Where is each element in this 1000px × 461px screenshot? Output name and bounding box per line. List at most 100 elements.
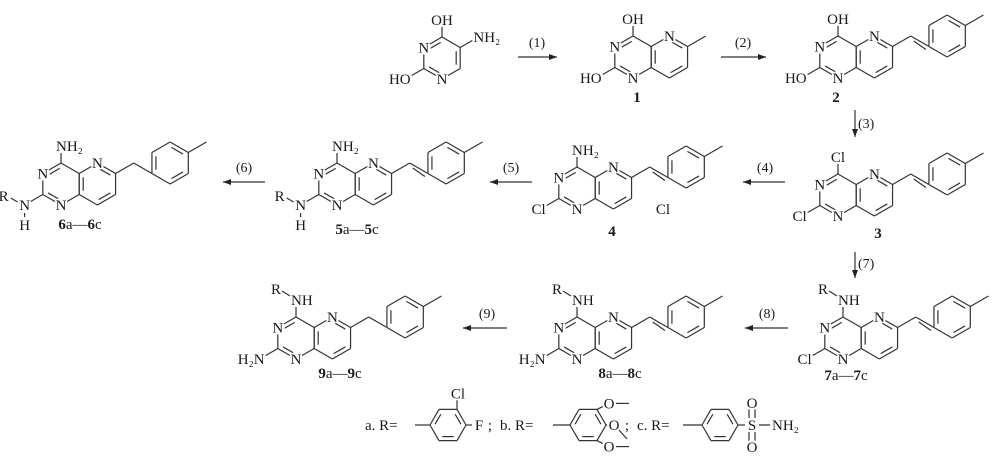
ring-bond bbox=[569, 409, 580, 426]
compound-label: 4 bbox=[608, 224, 616, 240]
double-bond-line bbox=[614, 171, 627, 180]
ring-bond bbox=[336, 162, 356, 175]
ring-bond bbox=[429, 409, 440, 426]
tail-bond bbox=[350, 316, 370, 329]
step-label-7: (7) bbox=[858, 257, 875, 272]
double-bond-line bbox=[374, 167, 387, 176]
compound-label-part: a— bbox=[66, 217, 89, 233]
double-bond-line bbox=[875, 178, 888, 187]
vinyl-double-line bbox=[652, 171, 666, 181]
label-mask bbox=[17, 198, 32, 212]
double-bond-line bbox=[323, 192, 337, 201]
methyl-bond bbox=[970, 295, 989, 308]
double-bond-line bbox=[670, 65, 683, 74]
ring-nitrogen: N bbox=[869, 167, 880, 183]
arrowhead bbox=[758, 54, 766, 60]
ring-bond bbox=[928, 45, 948, 58]
label-mask bbox=[252, 352, 267, 366]
tail-bond bbox=[391, 162, 411, 175]
separator: ; bbox=[488, 418, 492, 434]
amine-nh-label: NH bbox=[291, 293, 313, 309]
double-bond-line bbox=[563, 321, 577, 330]
ring-nitrogen: N bbox=[814, 40, 825, 56]
compound-label: 6a—6c bbox=[58, 217, 102, 233]
double-bond-line bbox=[875, 203, 888, 212]
ring-bond bbox=[151, 172, 171, 185]
step-label-4: (4) bbox=[757, 161, 774, 176]
c2-substituent: Cl bbox=[797, 352, 811, 368]
ring-bond bbox=[728, 409, 739, 426]
methyl-bond bbox=[464, 141, 483, 154]
label-mask bbox=[831, 209, 845, 223]
ring-bond bbox=[569, 424, 580, 441]
separator: ; bbox=[625, 418, 629, 434]
compound-label-part: 9 bbox=[348, 366, 356, 382]
ring-bond bbox=[728, 424, 739, 441]
ring-bond bbox=[313, 347, 333, 360]
tail-bond bbox=[892, 173, 912, 186]
sulfonyl-oxygen: O bbox=[747, 396, 758, 412]
ring-nitrogen: N bbox=[833, 71, 844, 87]
label-mask bbox=[836, 352, 850, 366]
label-mask bbox=[325, 310, 340, 324]
r-group-label: R bbox=[271, 282, 281, 298]
label-mask bbox=[770, 418, 784, 432]
stray-chlorine-label: Cl bbox=[656, 202, 670, 218]
double-bond-line bbox=[687, 150, 700, 159]
amine-nh-label: NH bbox=[572, 293, 594, 309]
tail-bond bbox=[409, 162, 429, 175]
ring-bond bbox=[151, 141, 171, 154]
ring-bond bbox=[441, 36, 461, 49]
compound-label-part: 8 bbox=[628, 366, 636, 382]
methyl-bond bbox=[965, 152, 984, 165]
double-bond-line bbox=[687, 300, 700, 309]
label-mask bbox=[289, 293, 303, 307]
ring-bond bbox=[685, 176, 705, 189]
label-mask bbox=[606, 310, 621, 324]
compound-label: 3 bbox=[874, 226, 882, 242]
amine-n-label: N bbox=[295, 198, 306, 214]
ring-bond bbox=[373, 193, 392, 206]
arrowhead bbox=[223, 179, 231, 185]
r-bond bbox=[286, 197, 294, 203]
label-mask bbox=[416, 40, 431, 55]
methyl-bond bbox=[965, 14, 984, 27]
ring-bond bbox=[594, 347, 614, 360]
step-label-5: (5) bbox=[503, 161, 520, 176]
ring-bond bbox=[456, 409, 467, 426]
ring-nitrogen: N bbox=[313, 167, 324, 183]
arrowhead bbox=[490, 179, 498, 185]
ring-bond bbox=[667, 295, 687, 308]
double-bond-line bbox=[619, 40, 633, 49]
label-mask bbox=[570, 293, 584, 307]
label-mask bbox=[330, 139, 344, 153]
double-bond-line bbox=[824, 178, 838, 187]
ring-nitrogen: N bbox=[37, 167, 48, 183]
double-bond-line bbox=[953, 300, 966, 309]
double-bond-line bbox=[726, 413, 734, 425]
c2-substituent: H₂N bbox=[238, 352, 265, 368]
ring-bond bbox=[701, 409, 712, 426]
ring-bond bbox=[928, 152, 948, 165]
c2-substituent: Cl bbox=[531, 202, 545, 218]
c4-substituent: Cl bbox=[831, 150, 845, 166]
methyl-bond bbox=[423, 295, 442, 308]
tail-bond bbox=[631, 166, 651, 179]
label-mask bbox=[867, 167, 882, 181]
ring-nitrogen: N bbox=[874, 310, 885, 326]
ring-bond bbox=[596, 409, 607, 426]
ring-bond bbox=[874, 204, 893, 217]
vinyl-double-line bbox=[913, 178, 927, 188]
tail-bond bbox=[133, 162, 153, 175]
tail-bond bbox=[915, 316, 935, 329]
bond-layer bbox=[10, 14, 989, 448]
ring-nitrogen: N bbox=[327, 310, 338, 326]
label-mask bbox=[311, 166, 326, 181]
arrowhead bbox=[745, 325, 753, 331]
label-mask bbox=[812, 177, 827, 192]
ring-bond bbox=[946, 183, 966, 196]
double-bond-line bbox=[824, 65, 838, 74]
label-mask bbox=[330, 198, 344, 212]
vinyl-double-line bbox=[918, 321, 932, 331]
